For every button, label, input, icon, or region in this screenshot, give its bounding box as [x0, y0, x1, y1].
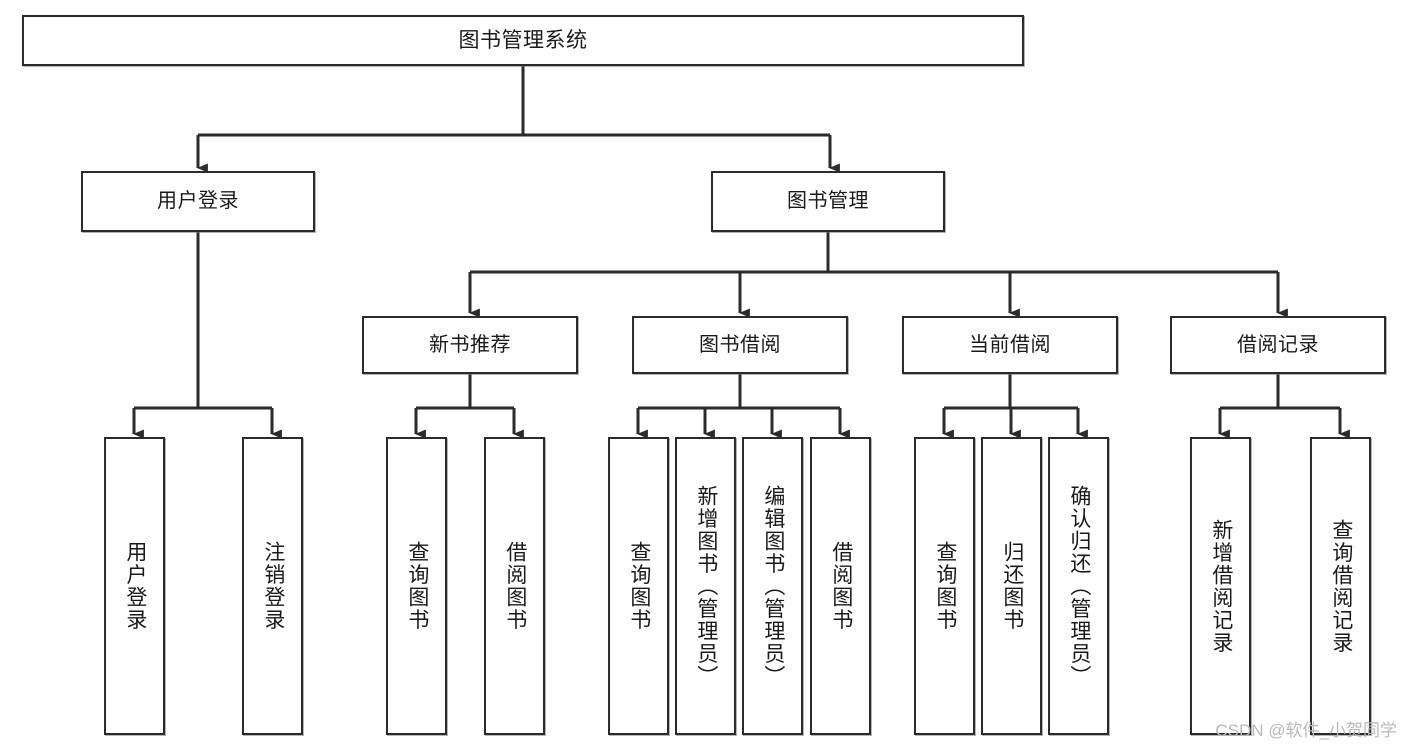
leaf-user-login-logout[interactable]: 注销登录	[242, 437, 303, 735]
leaf-new-book-borrow[interactable]: 借阅图书	[484, 437, 545, 735]
node-label: 编辑图书（管理员）	[761, 484, 785, 688]
node-label: 查询图书	[627, 541, 651, 631]
node-current-borrow[interactable]: 当前借阅	[902, 316, 1118, 374]
leaf-book-borrow-edit[interactable]: 编辑图书（管理员）	[742, 437, 803, 735]
leaf-book-borrow-borrow[interactable]: 借阅图书	[810, 437, 871, 735]
leaf-user-login-login[interactable]: 用户登录	[104, 437, 165, 735]
node-label: 借阅记录	[1237, 333, 1319, 356]
leaf-book-borrow-add[interactable]: 新增图书（管理员）	[675, 437, 736, 735]
node-label: 新增图书（管理员）	[694, 484, 718, 688]
leaf-current-borrow-query[interactable]: 查询图书	[914, 437, 975, 735]
node-root-system[interactable]: 图书管理系统	[22, 15, 1024, 66]
watermark-text: CSDN @软件_小贺同学	[1215, 721, 1397, 740]
node-label: 新书推荐	[429, 333, 511, 356]
node-label: 确认归还（管理员）	[1067, 484, 1091, 688]
node-label: 新增借阅记录	[1209, 518, 1233, 654]
node-label: 用户登录	[157, 190, 239, 213]
node-label: 用户登录	[123, 541, 147, 631]
node-label: 查询图书	[405, 541, 429, 631]
leaf-borrow-record-query[interactable]: 查询借阅记录	[1310, 437, 1371, 735]
node-book-management[interactable]: 图书管理	[711, 171, 945, 232]
node-label: 查询图书	[933, 541, 957, 631]
node-label: 当前借阅	[969, 333, 1051, 356]
leaf-new-book-query[interactable]: 查询图书	[386, 437, 447, 735]
node-book-borrow[interactable]: 图书借阅	[632, 316, 848, 374]
node-label: 图书管理	[787, 190, 869, 213]
leaf-borrow-record-add[interactable]: 新增借阅记录	[1190, 437, 1251, 735]
node-new-book-recommend[interactable]: 新书推荐	[362, 316, 578, 374]
node-user-login[interactable]: 用户登录	[81, 171, 315, 232]
leaf-book-borrow-query[interactable]: 查询图书	[608, 437, 669, 735]
leaf-current-borrow-confirm-return[interactable]: 确认归还（管理员）	[1048, 437, 1109, 735]
node-label: 借阅图书	[829, 541, 853, 631]
leaf-current-borrow-return[interactable]: 归还图书	[981, 437, 1042, 735]
node-borrow-record[interactable]: 借阅记录	[1170, 316, 1386, 374]
node-label: 归还图书	[1000, 541, 1024, 631]
node-label: 图书管理系统	[458, 28, 588, 52]
node-label: 查询借阅记录	[1329, 518, 1353, 654]
node-label: 借阅图书	[503, 541, 527, 631]
node-label: 注销登录	[261, 541, 285, 631]
node-label: 图书借阅	[699, 333, 781, 356]
